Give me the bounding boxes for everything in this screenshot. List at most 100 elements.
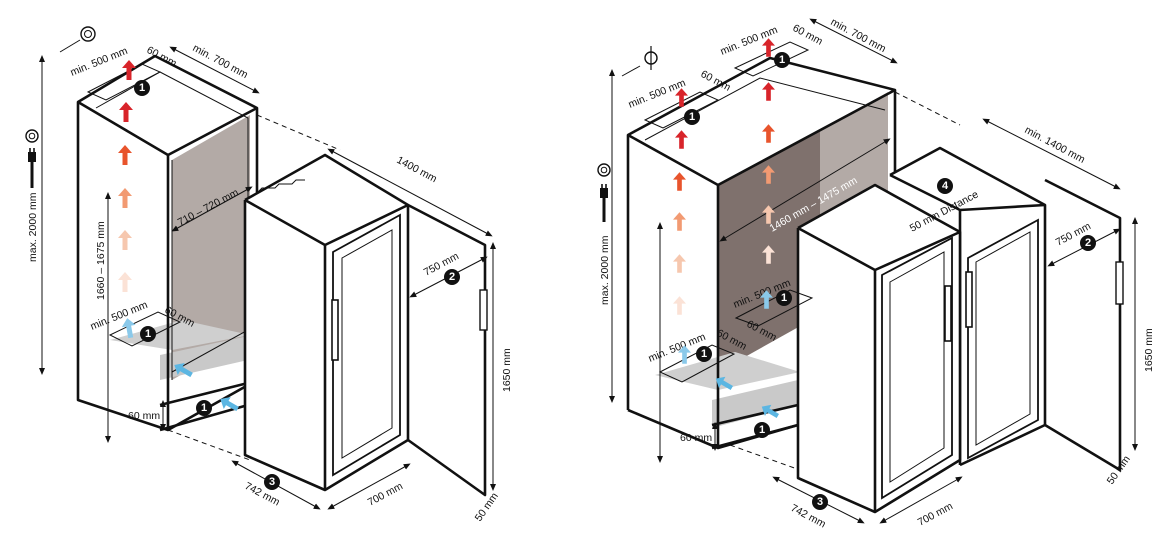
airflow-warm-arrow-icon xyxy=(762,124,775,143)
left-badge-3: 3 xyxy=(264,474,280,490)
svg-text:2: 2 xyxy=(449,271,455,283)
svg-text:4: 4 xyxy=(942,180,949,192)
airflow-warm-arrow-icon xyxy=(118,188,132,208)
left-dim-700-line xyxy=(327,463,411,510)
left-dim-1400: 1400 mm xyxy=(395,154,440,185)
svg-text:3: 3 xyxy=(269,476,275,488)
left-dim-inner-width-line xyxy=(171,186,253,232)
airflow-warm-arrow-icon xyxy=(673,212,686,231)
svg-text:1: 1 xyxy=(781,292,787,304)
left-vent-bottom-frame xyxy=(108,311,182,347)
left-badge-2: 2 xyxy=(444,269,460,285)
right-cabinet-outline xyxy=(626,56,897,410)
svg-text:1: 1 xyxy=(145,328,151,340)
right-dim-top-60-a: 60 mm xyxy=(699,68,733,94)
left-appliance-side xyxy=(245,155,408,490)
right-niche-floor-front xyxy=(712,380,798,428)
right-appliance-front-door xyxy=(881,236,953,500)
right-badge-2: 2 xyxy=(1080,235,1096,251)
right-appliance-front-glass xyxy=(889,251,945,483)
svg-text:3: 3 xyxy=(817,496,823,508)
right-installation-drawing: max. 2000 mm min. 500 mm 60 mm min. 500 … xyxy=(597,16,1155,531)
right-dim-700: 700 mm xyxy=(916,500,955,529)
airflow-warm-arrow-icon xyxy=(118,230,132,250)
left-badge-1-top: 1 xyxy=(134,80,150,96)
left-dim-1400-line xyxy=(327,148,493,237)
right-open-door xyxy=(1044,178,1122,472)
svg-text:2: 2 xyxy=(1085,237,1091,249)
right-badge-1-mid: 1 xyxy=(776,290,792,306)
left-installation-drawing: max. 2000 mm 1660 – 1675 mm min. 700 mm … xyxy=(25,26,513,524)
left-dim-depth-top: min. 700 mm xyxy=(191,42,250,81)
power-plug-icon xyxy=(597,163,611,222)
right-appliance-front-body xyxy=(798,185,960,512)
right-dim-inner-width-line xyxy=(719,138,891,242)
svg-text:1: 1 xyxy=(779,54,785,66)
right-bottom-dash xyxy=(729,444,801,471)
right-dim-plinth-60: 60 mm xyxy=(680,432,712,444)
left-dim-niche-height: 1660 – 1675 mm xyxy=(95,221,107,300)
left-dim-1650: 1650 mm xyxy=(501,348,513,392)
svg-text:1: 1 xyxy=(201,402,207,414)
left-appliance-hinges xyxy=(257,179,305,193)
airflow-warm-arrow-icon xyxy=(673,296,686,315)
left-vent-top-frame xyxy=(86,63,162,101)
right-dim-top-60-b: 60 mm xyxy=(791,22,825,48)
airflow-warm-arrow-icon xyxy=(762,82,775,101)
airflow-warm-arrow-icon xyxy=(118,145,132,165)
right-badge-1-bottom-a: 1 xyxy=(696,346,712,362)
right-inner-frame xyxy=(644,77,886,141)
right-badge-4: 4 xyxy=(937,178,953,194)
right-vent-mid-frame xyxy=(734,289,814,327)
ventilation-symbol-icon xyxy=(59,26,96,53)
airflow-warm-arrow-icon xyxy=(118,272,132,292)
right-dim-700-line xyxy=(879,476,963,524)
left-open-door-handle xyxy=(479,289,488,331)
left-niche-floor xyxy=(110,320,250,350)
ventilation-symbol-icon xyxy=(621,46,658,77)
power-plug-icon xyxy=(25,129,39,188)
svg-text:1: 1 xyxy=(689,111,695,123)
right-dim-1400: min. 1400 mm xyxy=(1023,124,1088,166)
right-appliance-back-glass xyxy=(975,231,1031,446)
left-dim-depth-top-line xyxy=(169,46,260,94)
left-dim-max-height: max. 2000 mm xyxy=(27,192,39,262)
right-dim-max-height: max. 2000 mm xyxy=(599,235,611,305)
right-badge-3: 3 xyxy=(812,494,828,510)
right-top-dash xyxy=(894,91,961,126)
left-open-door xyxy=(407,203,487,497)
right-appliance-back-handle xyxy=(965,271,973,328)
right-dim-gap-50: 50 mm xyxy=(1105,453,1133,486)
right-niche-floor xyxy=(655,352,800,390)
right-open-door-handle xyxy=(1115,261,1124,305)
left-niche-back-wall xyxy=(172,115,250,380)
right-vent-top-frame-b xyxy=(733,41,810,77)
right-badge-1-top-a: 1 xyxy=(684,109,700,125)
airflow-warm-arrow-icon xyxy=(675,130,688,149)
left-dim-plinth-60: 60 mm xyxy=(128,410,160,422)
right-dim-depth-top-line xyxy=(809,18,898,64)
right-appliance-back-door xyxy=(967,218,1039,460)
right-badge-1-top-b: 1 xyxy=(774,52,790,68)
left-dim-top-60: 60 mm xyxy=(145,44,179,70)
airflow-warm-arrow-icon xyxy=(119,102,133,122)
left-appliance-handle xyxy=(331,299,339,361)
left-top-dash xyxy=(256,114,341,151)
left-dim-gap-50: 50 mm xyxy=(473,490,501,523)
right-dim-1650: 1650 mm xyxy=(1143,328,1155,372)
right-appliance-front-handle xyxy=(944,285,952,342)
svg-text:1: 1 xyxy=(701,348,707,360)
airflow-warm-arrow-icon xyxy=(673,254,686,273)
left-dim-min-500-bottom: min. 500 mm xyxy=(89,299,150,333)
right-dim-depth-top: min. 700 mm xyxy=(829,16,888,55)
left-badge-1-mid: 1 xyxy=(140,326,156,342)
left-dim-min-500-top: min. 500 mm xyxy=(69,45,130,79)
right-vent-bottom-frame xyxy=(658,344,736,383)
svg-text:1: 1 xyxy=(139,82,145,94)
right-dim-1400-line xyxy=(982,118,1121,190)
left-appliance-glass xyxy=(341,229,393,459)
left-bottom-dash xyxy=(167,429,251,461)
left-badge-1-bottom: 1 xyxy=(196,400,212,416)
svg-text:1: 1 xyxy=(759,424,765,436)
